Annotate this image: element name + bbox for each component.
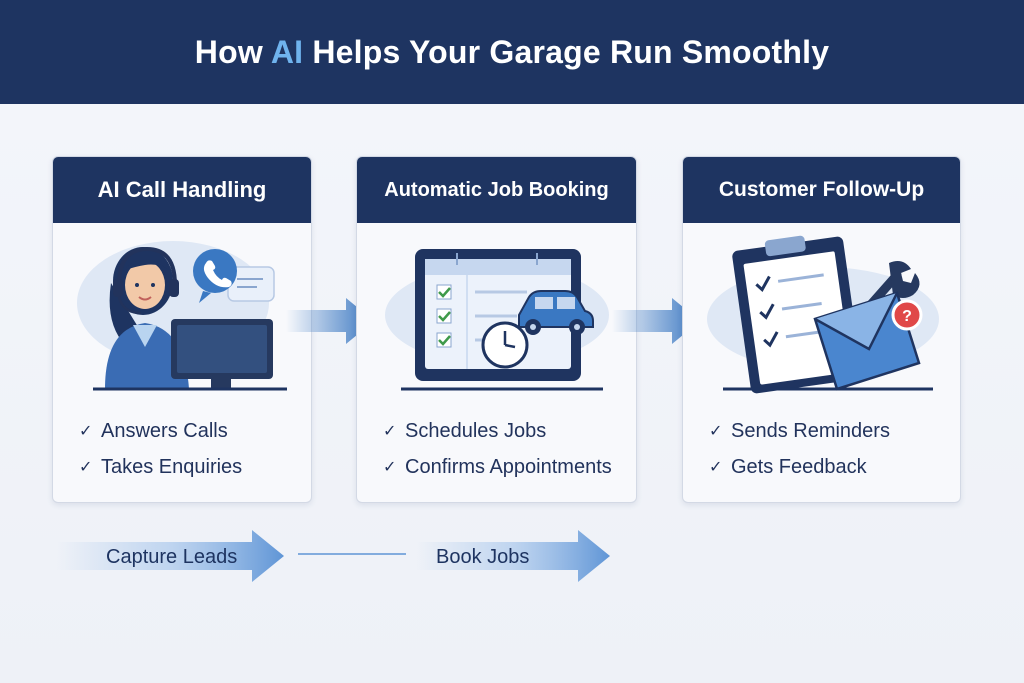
check-icon: ✓ — [709, 459, 723, 476]
call-agent-illustration — [53, 223, 311, 399]
list-item: ✓ Schedules Jobs — [383, 413, 636, 449]
calendar-icon — [385, 249, 609, 391]
capture-leads-arrow — [56, 530, 284, 582]
check-icon: ✓ — [79, 459, 93, 476]
feature-list: ✓ Schedules Jobs ✓ Confirms Appointments — [357, 399, 636, 485]
book-jobs-label: Book Jobs — [436, 546, 530, 568]
list-item: ✓ Answers Calls — [79, 413, 311, 449]
list-item: ✓ Sends Reminders — [709, 413, 960, 449]
check-icon: ✓ — [383, 423, 397, 440]
list-item-text: Takes Enquiries — [101, 455, 243, 478]
check-icon: ✓ — [383, 459, 397, 476]
list-item-text: Schedules Jobs — [405, 419, 547, 442]
check-icon: ✓ — [79, 423, 93, 440]
card-heading: AI Call Handling — [53, 157, 311, 223]
list-item-text: Sends Reminders — [731, 419, 890, 442]
follow-up-illustration: ? — [683, 223, 960, 399]
list-item-text: Confirms Appointments — [405, 455, 612, 478]
card-heading-text: AI Call Handling — [97, 177, 267, 202]
page-title: How AI Helps Your Garage Run Smoothly — [195, 34, 829, 71]
list-item-text: Answers Calls — [101, 419, 228, 442]
card-heading: Customer Follow-Up — [683, 157, 960, 223]
book-jobs-arrow — [298, 530, 610, 582]
booking-illustration — [357, 223, 636, 399]
card-automatic-job-booking: Automatic Job Booking — [356, 156, 637, 503]
card-heading-text: Customer Follow-Up — [718, 178, 925, 201]
list-item: ✓ Takes Enquiries — [79, 449, 311, 485]
capture-leads-label: Capture Leads — [106, 546, 238, 568]
title-prefix: How — [194, 33, 271, 70]
card-heading-text: Automatic Job Booking — [384, 178, 609, 201]
list-item: ✓ Confirms Appointments — [383, 449, 636, 485]
arrow-right-icon — [612, 298, 700, 344]
list-item-text: Gets Feedback — [731, 455, 867, 478]
card-ai-call-handling: AI Call Handling — [52, 156, 312, 503]
headset-agent-icon — [77, 241, 287, 391]
feature-list: ✓ Sends Reminders ✓ Gets Feedback — [683, 399, 960, 485]
title-accent: AI — [270, 33, 304, 70]
title-suffix: Helps Your Garage Run Smoothly — [303, 33, 830, 70]
svg-text:?: ? — [902, 308, 912, 325]
check-icon: ✓ — [709, 423, 723, 440]
list-item: ✓ Gets Feedback — [709, 449, 960, 485]
title-banner: How AI Helps Your Garage Run Smoothly — [0, 0, 1024, 104]
arrow-right-icon — [286, 298, 374, 344]
card-heading: Automatic Job Booking — [357, 157, 636, 223]
feature-list: ✓ Answers Calls ✓ Takes Enquiries — [53, 399, 311, 485]
clipboard-envelope-icon: ? — [707, 235, 939, 394]
card-customer-follow-up: Customer Follow-Up — [682, 156, 961, 503]
